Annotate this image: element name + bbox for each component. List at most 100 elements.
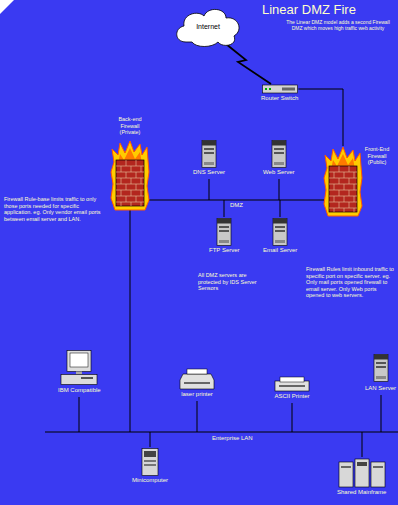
drawing-part [116,172,144,173]
drawing-part [280,377,304,382]
drawing-part [81,377,93,379]
ftp-drop [224,200,225,217]
minicomputer-node: Minicomputer [132,448,168,484]
drawing-part [202,141,216,146]
drawing-part [282,88,295,91]
ascii-icon [274,376,310,392]
pc-icon [59,350,99,386]
drawing-part [116,166,144,167]
drawing-part [376,362,386,364]
drawing-part [70,353,88,367]
drawing-part [334,184,335,190]
node-label: Front-End Firewall (Public) [364,146,390,166]
drawing-part [339,166,340,172]
lan-server-drop [381,395,382,432]
annotation-note: Firewall Rules limit inbound traffic to … [306,266,394,299]
mainframe-icon [338,458,386,488]
node-label: Back-end Firewall (Private) [112,116,148,140]
drawing-part [204,148,214,150]
drawing-part [204,152,214,154]
drawing-part [116,184,144,185]
node-label: LAN Server [365,385,396,392]
drawing-part [142,449,158,476]
drawing-part [180,374,214,389]
server-node: Web Server [263,140,295,176]
drawing-part [349,190,350,196]
connector [149,200,324,201]
drawing-part [273,219,287,224]
server-node: LAN Server [365,354,396,392]
drawing-part [329,196,357,197]
node-label: Shared Mainframe [337,489,386,496]
drawing-part [339,202,340,208]
drawing-part [339,462,353,487]
email-drop [280,200,281,217]
drawing-part [329,166,357,212]
cloud-node: Internet [172,4,244,48]
drawing-part [339,178,340,184]
server-node: Email Server [263,218,297,254]
annotation-note: Firewall Rule-base limits traffic to onl… [4,196,104,222]
drawing-part [121,190,122,196]
drawing-part [177,9,239,46]
drawing-part [272,141,286,168]
node-label: Minicomputer [132,477,168,484]
server-icon [216,218,232,246]
drawing-part [111,141,149,210]
node-label: laser printer [181,391,213,398]
wires [45,179,398,457]
server-icon [201,140,217,168]
printer-node: ASCII Printer [274,376,310,400]
drawing-part [274,148,284,150]
drawing-part [141,190,142,196]
node-label: Internet [196,23,220,31]
firewall-to-lan-wire [130,210,131,432]
drawing-part [219,240,229,243]
node-label: IBM Compatible [58,387,101,394]
workstation-node: IBM Compatible [58,350,101,394]
drawing-part [373,466,383,468]
drawing-part [275,226,285,228]
drawing-part [217,219,231,246]
drawing-part [329,178,357,179]
drawing-part [344,208,345,212]
drawing-part [272,141,286,146]
node-label: ASCII Printer [274,393,309,400]
drawing-part [136,184,137,190]
node-label: Router Switch [261,95,298,102]
mini-icon [141,448,159,476]
connector-label: DMZ [229,202,244,209]
drawing-part [144,451,156,457]
drawing-part [219,230,229,232]
drawing-part [126,196,127,202]
pc-drop [79,397,80,432]
annotation-note: All DMZ servers are protected by IDS Ser… [198,272,260,292]
drawing-part [76,372,82,375]
drawing-part [344,172,345,178]
drawing-part [204,162,214,165]
connector [226,44,271,84]
page-curl [0,0,14,14]
drawing-part [324,147,362,216]
drawing-part [67,351,91,372]
drawing-part [349,202,350,208]
drawing-part [339,190,340,196]
drawing-part [141,178,142,184]
server-icon [272,218,288,246]
drawing-part [344,184,345,190]
drawing-part [116,178,144,179]
drawing-part [334,172,335,178]
drawing-part [187,369,207,374]
drawing-part [344,196,345,202]
drawing-part [116,160,144,206]
web-drop [279,179,280,200]
drawing-part [376,366,386,368]
drawing-part [354,172,355,178]
mini-drop [150,432,151,447]
drawing-part [141,166,142,172]
drawing-part [116,202,144,203]
drawing-part [275,240,285,243]
drawing-part [355,459,369,487]
drawing-part [131,190,132,196]
